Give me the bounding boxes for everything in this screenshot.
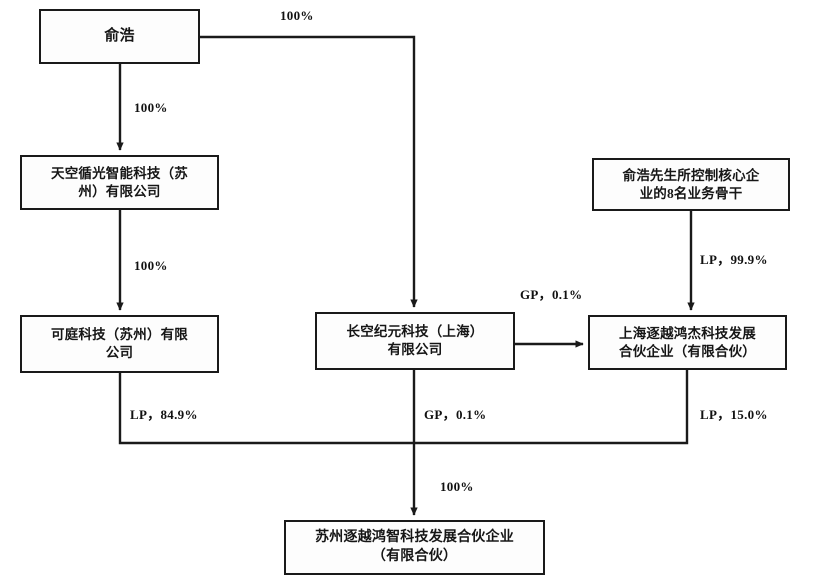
node-tiankong-xunguang[interactable]: 天空循光智能科技（苏 州）有限公司 [20, 155, 219, 210]
node-suzhou-zhuyue-hongzhi[interactable]: 苏州逐越鸿智科技发展合伙企业 （有限合伙） [284, 520, 545, 575]
edge-yuhao-to-changkong [200, 35, 418, 308]
node-label-yu-hao: 俞浩 [104, 27, 135, 44]
edge-tiankong-to-keting-label: 100% [134, 258, 168, 273]
edge-shanghai-to-suzhou-label: LP，15.0% [700, 407, 768, 422]
edge-bus-to-suzhou-label: 100% [440, 479, 474, 494]
node-yu-hao[interactable]: 俞浩 [39, 9, 200, 64]
node-label-shanghai-zhuyue-hongjie: 上海逐越鸿杰科技发展 合伙企业（有限合伙） [619, 325, 756, 359]
edge-yuhao-to-changkong-label: 100% [280, 8, 314, 23]
edge-keting-to-suzhou-label: LP，84.9% [130, 407, 198, 422]
node-keting-keji[interactable]: 可庭科技（苏州）有限 公司 [20, 315, 219, 373]
edge-changkong-to-suzhou-label: GP，0.1% [424, 407, 487, 422]
node-changkong-jiyuan[interactable]: 长空纪元科技（上海） 有限公司 [315, 312, 515, 370]
node-label-changkong-jiyuan: 长空纪元科技（上海） 有限公司 [346, 324, 484, 357]
node-label-keting-keji: 可庭科技（苏州）有限 公司 [51, 327, 188, 360]
node-label-tiankong-xunguang: 天空循光智能科技（苏 州）有限公司 [51, 165, 188, 199]
node-core-staff[interactable]: 俞浩先生所控制核心企 业的8名业务骨干 [592, 158, 790, 211]
node-label-suzhou-zhuyue-hongzhi: 苏州逐越鸿智科技发展合伙企业 （有限合伙） [315, 530, 514, 564]
node-label-core-staff: 俞浩先生所控制核心企 业的8名业务骨干 [622, 167, 760, 201]
edge-changkong-to-shanghai-label: GP，0.1% [520, 287, 583, 302]
edge-yuhao-to-tiankong-label: 100% [134, 100, 168, 115]
node-shanghai-zhuyue-hongjie[interactable]: 上海逐越鸿杰科技发展 合伙企业（有限合伙） [588, 315, 787, 370]
edge-staff-to-shanghai-label: LP，99.9% [700, 252, 768, 267]
